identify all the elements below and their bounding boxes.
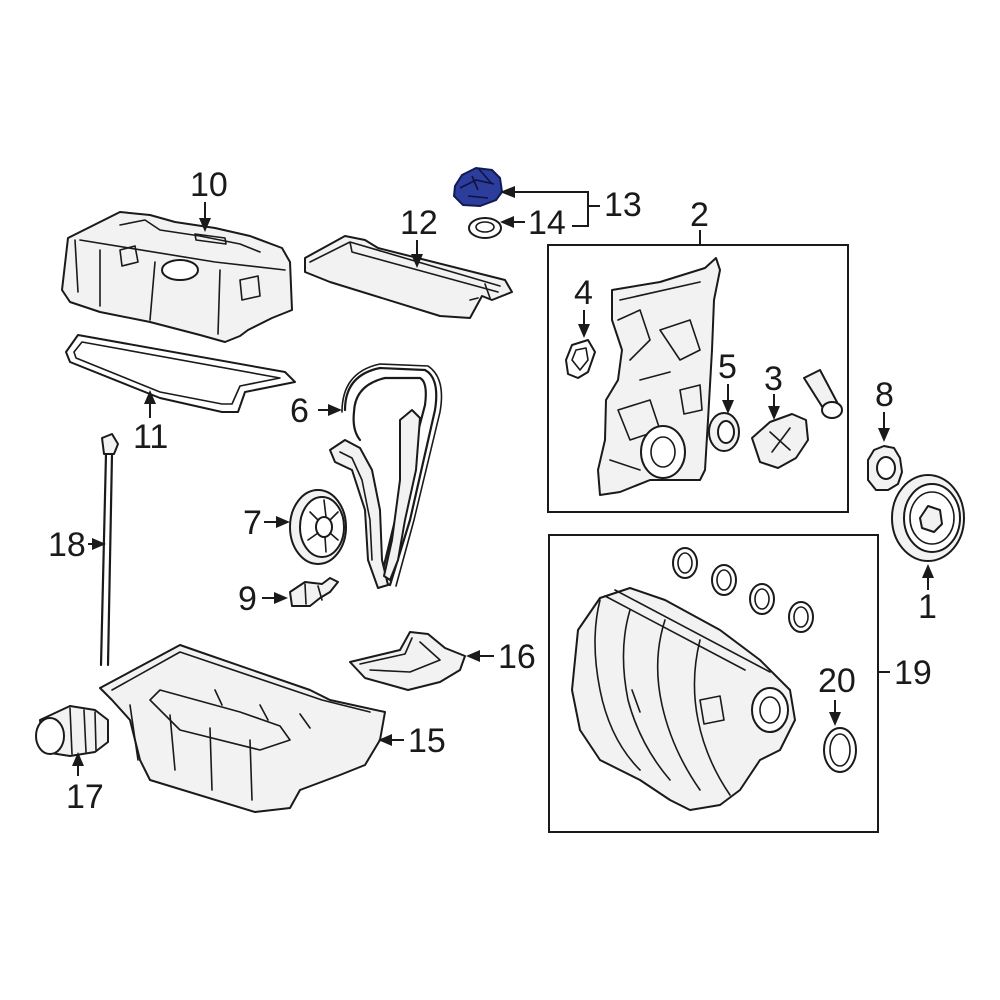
part-6-timing-chain[interactable] [341,363,443,587]
callout-18[interactable]: 18 [48,526,86,564]
callout-19[interactable]: 19 [894,654,932,692]
callout-14[interactable]: 14 [528,204,566,242]
part-19-intake-manifold[interactable] [571,587,796,811]
callout-5[interactable]: 5 [718,348,737,386]
callout-9[interactable]: 9 [238,580,257,618]
callout-2[interactable]: 2 [690,196,709,234]
part-13-oil-filler-cap[interactable] [452,166,504,208]
part-4-gasket[interactable] [565,339,596,379]
part-3-cover-plate[interactable] [751,413,809,469]
part-8-gear[interactable] [867,445,903,491]
manifold-o-rings [672,547,814,633]
callout-16[interactable]: 16 [498,638,536,676]
callout-15[interactable]: 15 [408,722,446,760]
part-7-sprocket[interactable] [289,489,347,565]
callout-10[interactable]: 10 [190,166,228,204]
part-17-oil-filter[interactable] [35,705,109,757]
part-10-valve-cover[interactable] [61,211,293,343]
group-box-front-cover [547,244,849,513]
group-box-intake-manifold [548,534,879,833]
callout-7[interactable]: 7 [243,504,262,542]
callout-3[interactable]: 3 [764,360,783,398]
part-20-gasket-ring[interactable] [823,727,857,773]
chain-tensioner-arm [329,409,421,589]
part-5-oil-seal[interactable] [708,412,740,452]
leader-lines [72,186,934,776]
part-9-sensor[interactable] [289,577,339,607]
callout-4[interactable]: 4 [574,274,593,312]
callout-6[interactable]: 6 [290,392,309,430]
callout-labels: 10 11 12 13 14 2 4 5 3 8 1 6 7 9 18 16 1… [48,166,937,816]
callout-1[interactable]: 1 [918,588,937,626]
part-2-timing-cover[interactable] [597,257,721,496]
part-12-engine-cover[interactable] [304,235,513,319]
part-16-baffle[interactable] [349,631,466,691]
part-11-cover-gasket[interactable] [65,334,296,413]
part-18-dipstick[interactable] [99,433,119,667]
callout-8[interactable]: 8 [875,376,894,414]
callout-17[interactable]: 17 [66,778,104,816]
part-1-crankshaft-pulley[interactable] [891,474,965,562]
callout-20[interactable]: 20 [818,662,856,700]
callout-13[interactable]: 13 [604,186,642,224]
callout-11[interactable]: 11 [133,418,168,456]
part-14-cap-seal[interactable] [468,217,502,239]
part-15-oil-pan[interactable] [99,644,386,813]
callout-12[interactable]: 12 [400,204,438,242]
bolt [803,369,843,419]
